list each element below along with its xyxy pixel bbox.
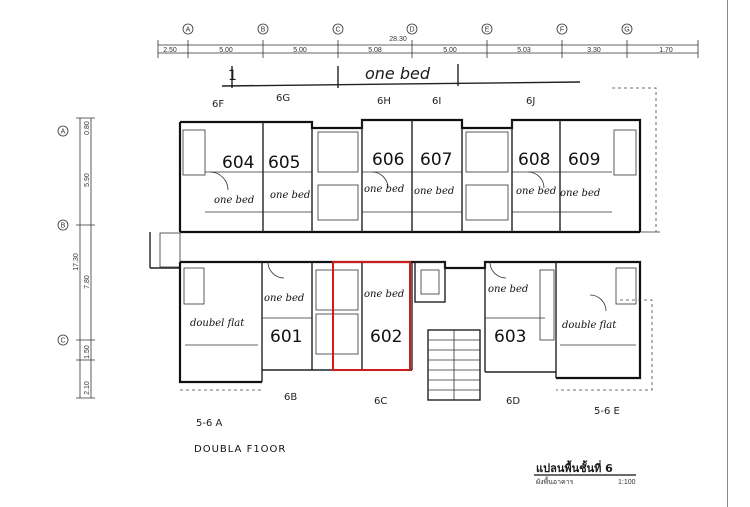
room-note: one bed <box>264 293 304 304</box>
grid-column-markers: A B C D E F G <box>182 23 633 35</box>
grid-row-label: A <box>61 129 66 136</box>
room-note: one bed <box>414 186 454 197</box>
dimension-text: 5.90 <box>84 173 91 187</box>
grid-column-label: G <box>624 27 629 34</box>
room-number: 606 <box>372 150 404 170</box>
dimension-text: 17.30 <box>73 253 80 271</box>
dimension-text: 5.03 <box>517 47 531 54</box>
grid-column-label: F <box>560 27 564 34</box>
room-number: 609 <box>568 150 600 170</box>
overall-width-dimension: 28.30 <box>389 36 407 43</box>
room-number: 604 <box>222 153 254 173</box>
zone-label: 6J <box>526 96 535 107</box>
dimension-text: 5.00 <box>443 47 457 54</box>
grid-column-label: C <box>335 27 340 34</box>
dimension-text: 1.50 <box>84 345 91 359</box>
zone-label: 6G <box>276 93 290 104</box>
room-number: 602 <box>370 327 402 347</box>
zone-label: 6I <box>432 96 441 107</box>
header-index: 1 <box>228 68 237 84</box>
grid-column-marker: G <box>621 23 633 35</box>
drawing-scale: 1:100 <box>618 479 636 486</box>
room-note: one bed <box>214 195 254 206</box>
highlight-frame <box>332 261 411 371</box>
dimension-text: 1.70 <box>659 47 673 54</box>
room-number: 605 <box>268 153 300 173</box>
grid-row-marker: A <box>57 125 69 137</box>
zone-label: 6C <box>374 396 387 407</box>
grid-column-marker: E <box>481 23 493 35</box>
grid-column-marker: F <box>556 23 568 35</box>
zone-label: 6H <box>377 96 391 107</box>
room-number: 603 <box>494 327 526 347</box>
zone-label: 5-6 A <box>196 418 223 429</box>
zone-label: 5-6 E <box>594 406 620 417</box>
room-number: 608 <box>518 150 550 170</box>
dimension-text: 0.80 <box>84 121 91 135</box>
dimension-text: 7.80 <box>84 275 91 289</box>
grid-row-marker: C <box>57 334 69 346</box>
dimension-text: 5.00 <box>293 47 307 54</box>
header-annotation: 1 one bed <box>221 64 581 88</box>
building-walls <box>149 87 660 401</box>
drawing-subtitle: ผังพื้นอาคาร <box>536 475 574 486</box>
side-dimension-chain: 5.90 7.80 17.30 1.50 2.10 0.80 <box>73 117 95 399</box>
room-number: 601 <box>270 327 302 347</box>
double-flat-right-note: double flat <box>562 320 617 331</box>
dimension-text: 2.10 <box>84 381 91 395</box>
grid-row-label: C <box>60 338 65 345</box>
rooms-bottom-row: one bed 601 one bed 602 one bed 603 doub… <box>190 284 617 347</box>
grid-column-label: B <box>261 27 266 34</box>
dimension-text: 3.30 <box>587 47 601 54</box>
drawing-title: แปลนพื้นชั้นที่ 6 <box>536 460 613 475</box>
grid-column-label: D <box>409 27 414 34</box>
grid-column-marker: D <box>406 23 418 35</box>
grid-column-label: A <box>186 27 191 34</box>
zone-label: 6F <box>212 99 224 110</box>
double-flat-left-note: doubel flat <box>190 318 245 329</box>
dimension-text: 2.50 <box>163 47 177 54</box>
room-note: one bed <box>488 284 528 295</box>
zone-label: 6D <box>506 396 520 407</box>
grid-column-marker: B <box>257 23 269 35</box>
grid-column-marker: A <box>182 23 194 35</box>
header-note: one bed <box>365 64 431 83</box>
grid-row-label: B <box>61 223 66 230</box>
room-note: one bed <box>516 186 556 197</box>
room-number: 607 <box>420 150 452 170</box>
zone-label: 6B <box>284 392 297 403</box>
room-note: one bed <box>560 188 600 199</box>
room-note: one bed <box>270 190 310 201</box>
grid-column-marker: C <box>332 23 344 35</box>
title-block: แปลนพื้นชั้นที่ 6 ผังพื้นอาคาร 1:100 <box>534 460 636 486</box>
top-dimension-chain: 28.30 2.50 5.00 5.00 5.08 5.00 5.03 3.30… <box>157 36 699 58</box>
sheet-border <box>727 0 728 507</box>
grid-row-markers: A B C <box>57 125 69 346</box>
room-note: one bed <box>364 289 404 300</box>
room-note: one bed <box>364 184 404 195</box>
grid-column-label: E <box>485 27 490 34</box>
grid-row-marker: B <box>57 219 69 231</box>
dimension-text: 5.00 <box>219 47 233 54</box>
rooms-top-row: 604 one bed 605 one bed 606 one bed 607 … <box>214 150 600 206</box>
floor-label: DOUBLA F1OOR <box>194 444 286 455</box>
dimension-text: 5.08 <box>368 47 382 54</box>
